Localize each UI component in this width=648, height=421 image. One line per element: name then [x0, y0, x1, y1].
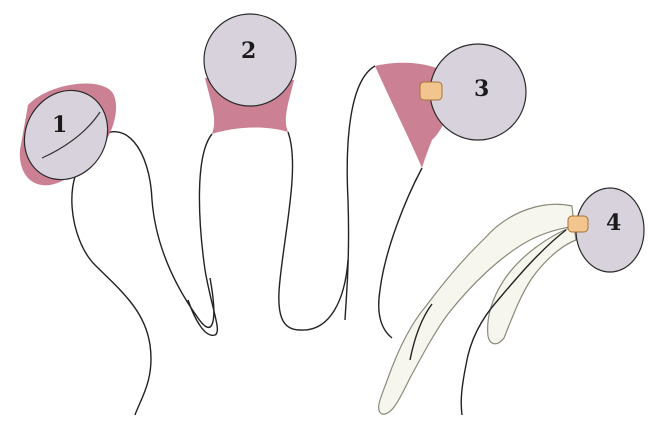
- stage-4-plug: [568, 216, 588, 232]
- stage-1: 1: [8, 75, 213, 415]
- stage-3-filament: [345, 66, 375, 320]
- stage-4: 4: [379, 188, 644, 415]
- stage-4-sheath-left: [379, 204, 574, 414]
- stage-2-filament: [188, 134, 217, 335]
- stage-2-filament-tail: [279, 132, 348, 330]
- stage-3-filament-tail: [379, 168, 422, 338]
- stage-2-label: 2: [241, 38, 256, 64]
- stage-1-filament: [95, 132, 214, 328]
- stage-1-label: 1: [52, 112, 67, 138]
- stage-3-label: 3: [474, 76, 489, 102]
- stage-4-label: 4: [606, 210, 621, 236]
- stage-1-filament-loop: [72, 150, 151, 415]
- stage-3-plug: [420, 82, 442, 100]
